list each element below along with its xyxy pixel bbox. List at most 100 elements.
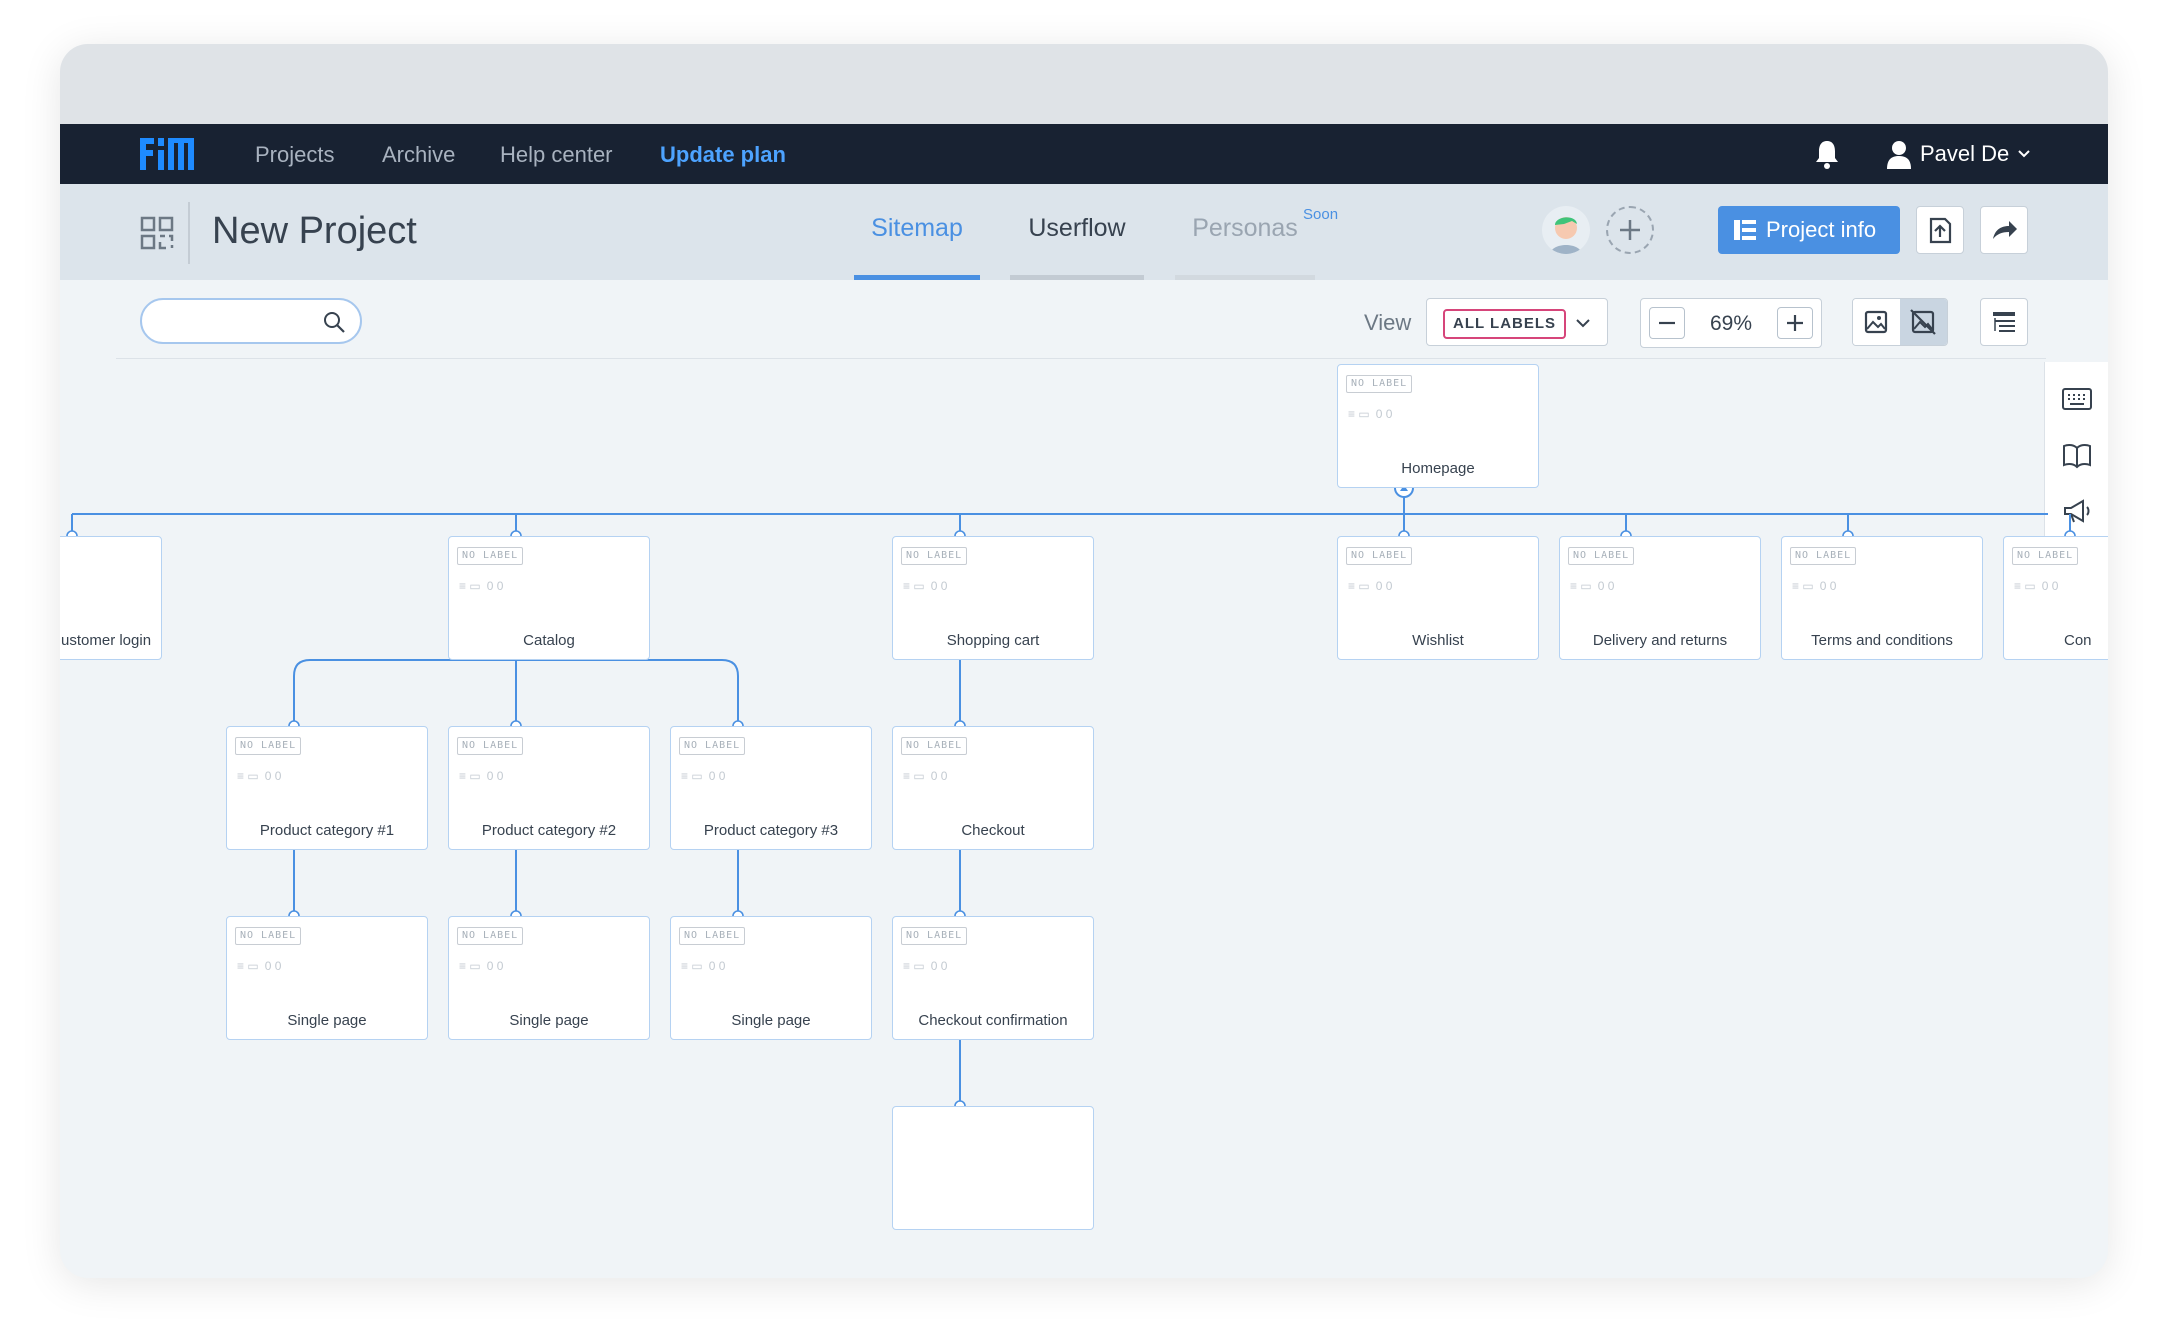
chevron-down-icon (2018, 150, 2030, 158)
page-card-contact[interactable]: NO LABEL ≡ ▭ 0 0 Con (2003, 536, 2108, 660)
page-card-product-category-2[interactable]: NO LABEL ≡ ▭ 0 0 Product category #2 (448, 726, 650, 850)
page-name: Product category #2 (481, 822, 617, 839)
user-menu[interactable]: Pavel De (1886, 136, 2031, 172)
page-card-terms-conditions[interactable]: NO LABEL ≡ ▭ 0 0 Terms and conditions (1781, 536, 1983, 660)
user-icon (1887, 141, 1911, 169)
tab-label: Sitemap (871, 214, 963, 242)
sitemap-toolbar: View ALL LABELS 69% (60, 280, 2108, 360)
card-meta: ≡ ▭ 0 0 (1348, 579, 1393, 593)
add-collaborator-icon[interactable] (1606, 206, 1654, 254)
export-icon (1929, 217, 1952, 244)
zoom-control: 69% (1640, 298, 1822, 348)
page-card-checkout-confirmation[interactable]: NO LABEL ≡ ▭ 0 0 Checkout confirmation (892, 916, 1094, 1040)
no-label-tag: NO LABEL (679, 927, 746, 945)
nav-projects[interactable]: Projects (255, 142, 335, 167)
chevron-down-icon (1576, 319, 1590, 328)
page-card-wishlist[interactable]: NO LABEL ≡ ▭ 0 0 Wishlist (1337, 536, 1539, 660)
page-name: Homepage (1401, 460, 1475, 477)
top-navigation: Projects Archive Help center Update plan… (60, 124, 2108, 184)
tab-userflow[interactable]: Userflow (1010, 184, 1144, 280)
card-meta: ≡ ▭ 0 0 (903, 769, 948, 783)
no-label-tag: NO LABEL (235, 737, 302, 755)
page-name: Product category #1 (259, 822, 395, 839)
nav-archive[interactable]: Archive (382, 142, 456, 167)
no-label-tag: NO LABEL (901, 927, 968, 945)
page-name: Terms and conditions (1811, 632, 1953, 649)
page-card-customer-login[interactable]: NO LABEL ustomer login (60, 536, 162, 660)
project-info-button[interactable]: Project info (1718, 206, 1900, 254)
list-icon (1734, 220, 1756, 240)
no-label-tag: NO LABEL (679, 737, 746, 755)
fm-logo[interactable] (138, 136, 208, 172)
page-name: Checkout confirmation (918, 1012, 1068, 1029)
card-meta: ≡ ▭ 0 0 (2014, 579, 2059, 593)
dashboard-grid-icon[interactable] (140, 216, 174, 250)
search-input[interactable] (140, 298, 362, 344)
search-icon (324, 312, 345, 333)
show-thumbnails-button[interactable] (1853, 299, 1900, 345)
window-chrome (60, 44, 2108, 124)
thumbnail-toggle (1852, 298, 1948, 346)
user-name: Pavel De (1920, 141, 2010, 166)
page-name: Wishlist (1412, 632, 1464, 649)
page-card-checkout[interactable]: NO LABEL ≡ ▭ 0 0 Checkout (892, 726, 1094, 850)
page-name: Delivery and returns (1592, 632, 1728, 649)
page-name: Checkout (961, 822, 1025, 839)
card-meta: ≡ ▭ 0 0 (237, 959, 282, 973)
card-meta: ≡ ▭ 0 0 (459, 579, 504, 593)
page-card-shopping-cart[interactable]: NO LABEL ≡ ▭ 0 0 Shopping cart (892, 536, 1094, 660)
outline-view-button[interactable] (1980, 298, 2028, 346)
sitemap-canvas[interactable]: NO LABEL ≡ ▭ 0 0 Homepage NO LABEL ustom… (60, 360, 2108, 1278)
card-meta: ≡ ▭ 0 0 (903, 579, 948, 593)
card-meta: ≡ ▭ 0 0 (903, 959, 948, 973)
no-label-tag: NO LABEL (457, 927, 524, 945)
page-card-catalog[interactable]: NO LABEL ≡ ▭ 0 0 Catalog (448, 536, 650, 660)
no-label-tag: NO LABEL (457, 547, 524, 565)
image-off-icon (1910, 309, 1936, 335)
card-meta: ≡ ▭ 0 0 (1348, 407, 1393, 421)
tab-indicator (1175, 275, 1315, 280)
tab-indicator (1010, 275, 1144, 280)
page-card-single-page-2[interactable]: NO LABEL ≡ ▭ 0 0 Single page (448, 916, 650, 1040)
book-icon[interactable] (2061, 440, 2093, 470)
export-button[interactable] (1916, 206, 1964, 254)
card-meta: ≡ ▭ 0 0 (459, 959, 504, 973)
no-label-tag: NO LABEL (1790, 547, 1857, 565)
page-card-single-page-1[interactable]: NO LABEL ≡ ▭ 0 0 Single page (226, 916, 428, 1040)
project-title[interactable]: New Project (212, 210, 417, 252)
page-name: ustomer login (61, 632, 152, 649)
tab-personas[interactable]: Personas (1175, 184, 1315, 280)
zoom-level: 69% (1709, 312, 1753, 335)
project-bar: New Project Sitemap Userflow Personas So… (60, 184, 2108, 280)
view-filter-select[interactable]: ALL LABELS (1426, 298, 1608, 346)
no-label-tag: NO LABEL (2012, 547, 2079, 565)
share-button[interactable] (1980, 206, 2028, 254)
avatar[interactable] (1542, 206, 1590, 254)
tab-label: Userflow (1028, 214, 1126, 242)
page-card-delivery-returns[interactable]: NO LABEL ≡ ▭ 0 0 Delivery and returns (1559, 536, 1761, 660)
nav-help-center[interactable]: Help center (500, 142, 613, 167)
project-info-label: Project info (1766, 217, 1877, 242)
hide-thumbnails-button[interactable] (1900, 299, 1947, 345)
no-label-tag: NO LABEL (1346, 547, 1413, 565)
page-card-partial[interactable] (892, 1106, 1094, 1230)
tab-indicator (854, 275, 980, 280)
nav-update-plan[interactable]: Update plan (660, 142, 786, 167)
zoom-out-button[interactable] (1649, 307, 1685, 339)
keyboard-icon[interactable] (2061, 384, 2093, 414)
toolbar-divider (116, 358, 2046, 359)
view-filter-value: ALL LABELS (1443, 309, 1567, 339)
tab-sitemap[interactable]: Sitemap (854, 184, 980, 280)
no-label-tag: NO LABEL (901, 547, 968, 565)
bell-icon[interactable] (1812, 138, 1842, 170)
megaphone-icon[interactable] (2061, 496, 2093, 526)
page-card-product-category-1[interactable]: NO LABEL ≡ ▭ 0 0 Product category #1 (226, 726, 428, 850)
zoom-in-button[interactable] (1777, 307, 1813, 339)
card-meta: ≡ ▭ 0 0 (1570, 579, 1615, 593)
page-card-single-page-3[interactable]: NO LABEL ≡ ▭ 0 0 Single page (670, 916, 872, 1040)
page-name: Single page (287, 1012, 367, 1029)
page-name: Shopping cart (946, 632, 1040, 649)
page-card-product-category-3[interactable]: NO LABEL ≡ ▭ 0 0 Product category #3 (670, 726, 872, 850)
image-icon (1864, 310, 1888, 334)
page-card-homepage[interactable]: NO LABEL ≡ ▭ 0 0 Homepage (1337, 364, 1539, 488)
